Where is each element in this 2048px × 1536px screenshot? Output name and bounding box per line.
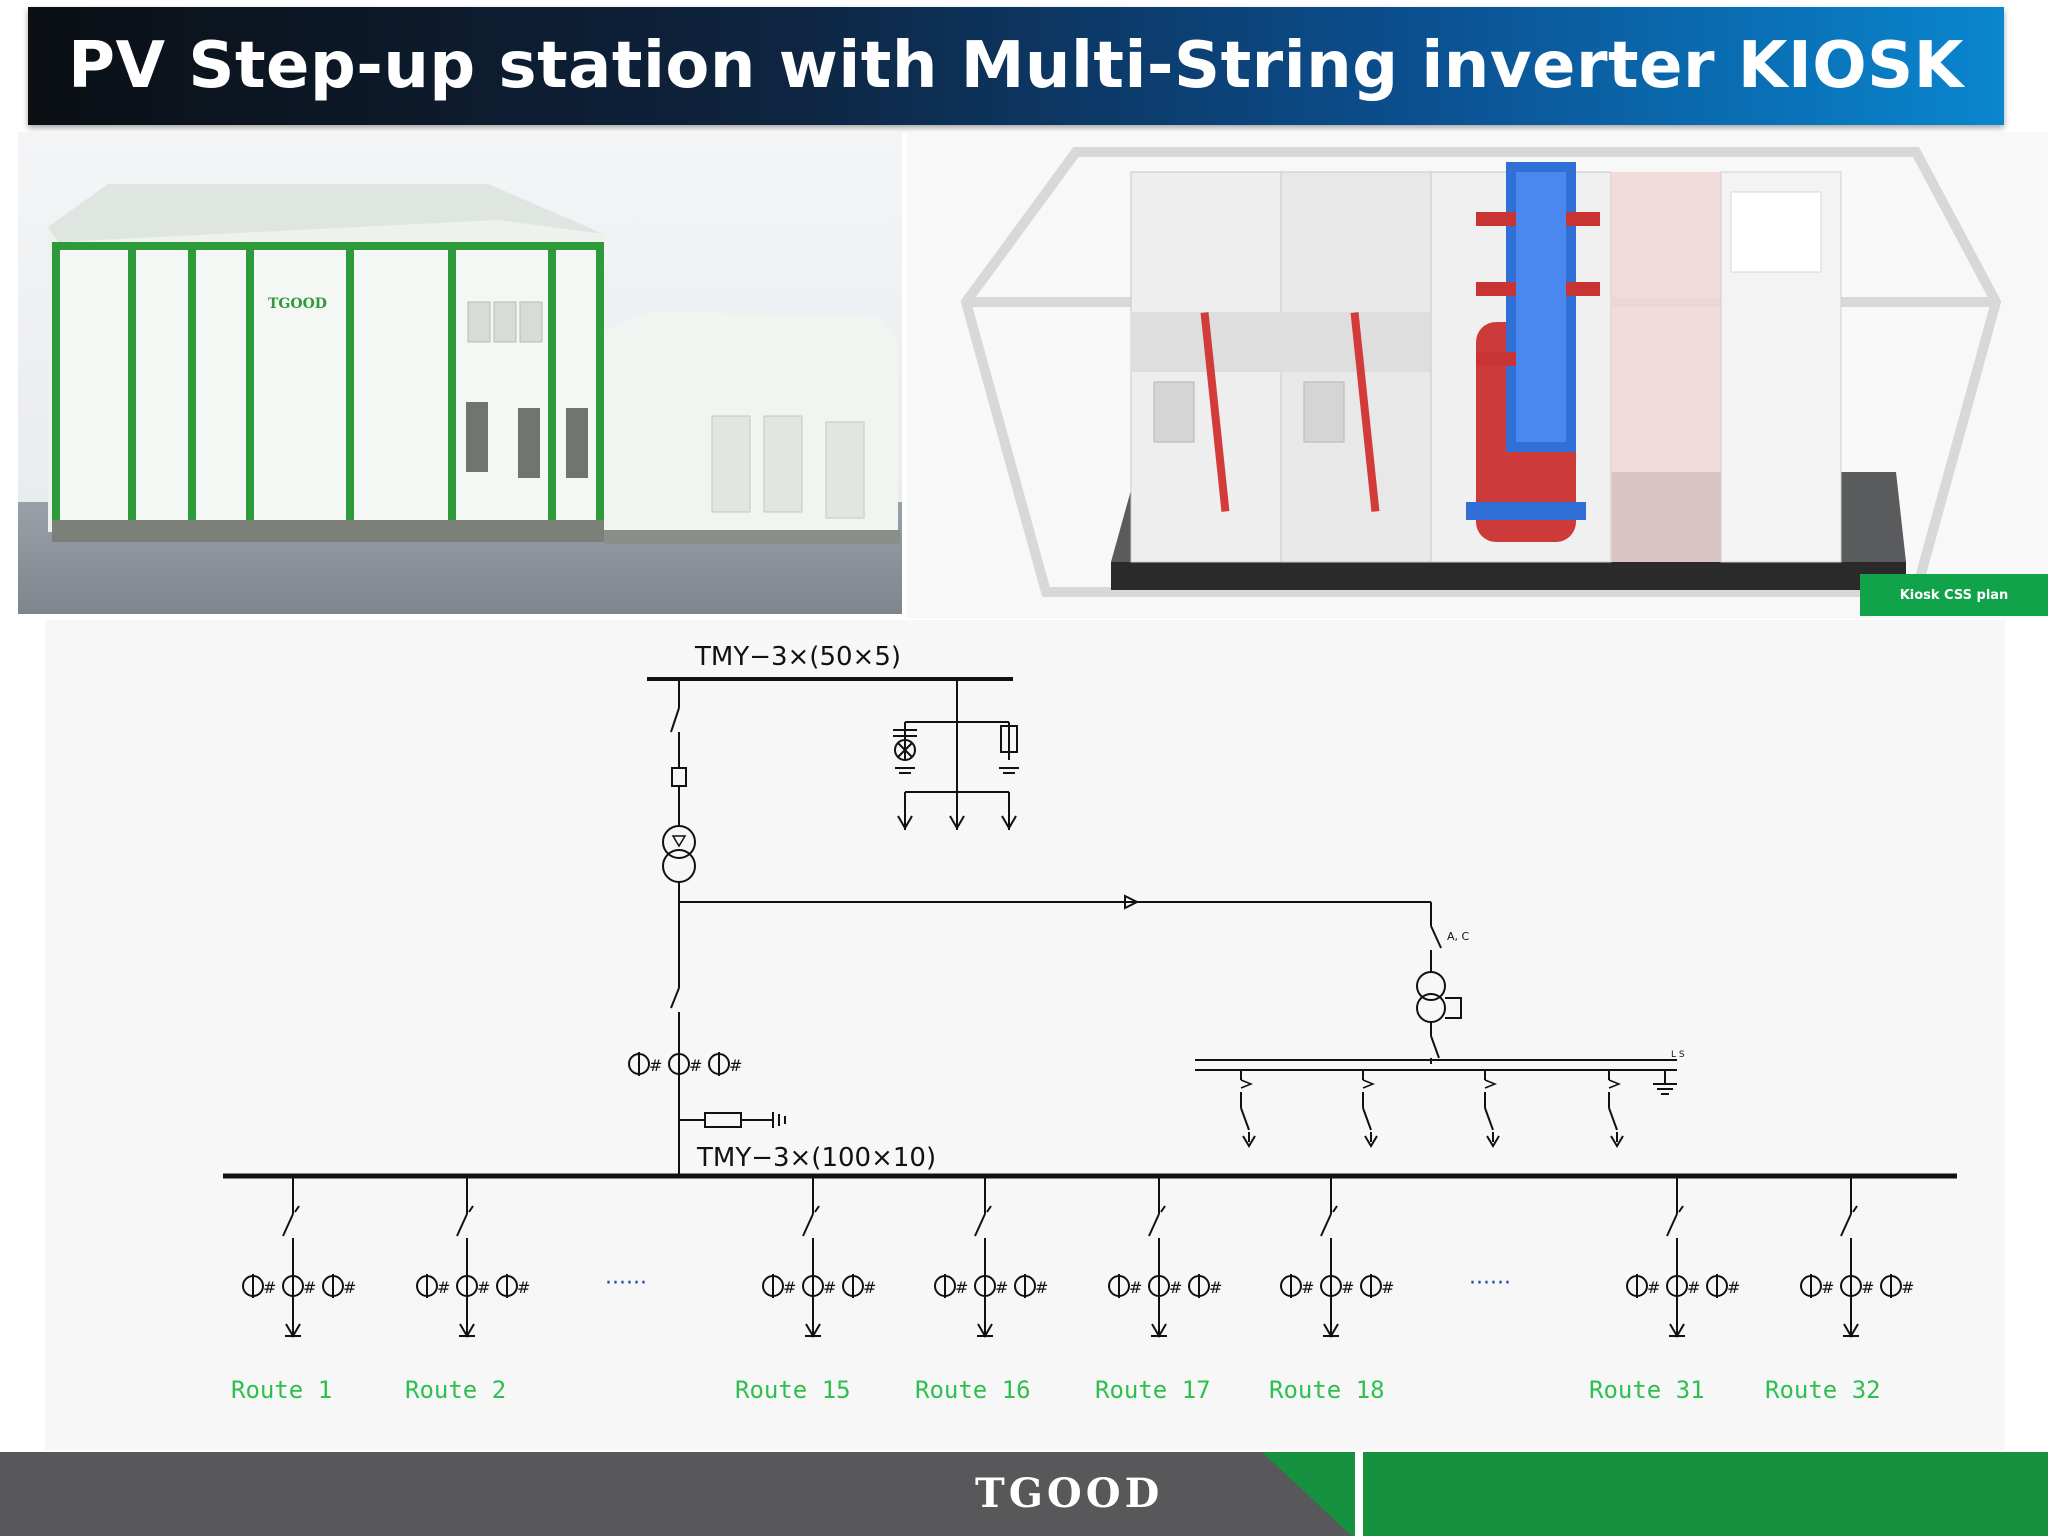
route-label: Route 15	[735, 1376, 851, 1404]
main-bus-label: TMY−3×(100×10)	[696, 1143, 936, 1173]
route-feeder	[243, 1176, 356, 1336]
kiosk-plan-badge: Kiosk CSS plan	[1860, 574, 2048, 616]
footer-accent	[1268, 1452, 2048, 1536]
route-feeder	[1627, 1176, 1740, 1336]
footer-divider	[1355, 1452, 1363, 1536]
page-title: PV Step-up station with Multi-String inv…	[68, 29, 1964, 103]
route-label: Route 16	[915, 1376, 1031, 1404]
route-label: Route 2	[405, 1376, 506, 1404]
ellipsis-left: ······	[605, 1271, 647, 1296]
route-label: Route 1	[231, 1376, 332, 1404]
kiosk-brand-text: TGOOD	[268, 296, 327, 312]
route-feeder	[417, 1176, 530, 1336]
aux-lv-bus	[1195, 1059, 1677, 1095]
aux-ls-label: L S	[1671, 1050, 1685, 1060]
route-label: Route 32	[1765, 1376, 1881, 1404]
route-feeder	[1801, 1176, 1914, 1336]
route-label: Route 31	[1589, 1376, 1705, 1404]
route-feeder	[1281, 1176, 1394, 1336]
main-transformer-path	[662, 679, 786, 1176]
kiosk-plan-render	[906, 132, 2048, 618]
aux-ac-label: A, C	[1447, 930, 1470, 943]
footer-bar: TGOOD	[0, 1452, 2048, 1536]
footer-brand-logo: TGOOD	[975, 1470, 1164, 1517]
route-label: Route 18	[1269, 1376, 1385, 1404]
route-feeder	[763, 1176, 876, 1336]
route-label: Route 17	[1095, 1376, 1211, 1404]
single-line-diagram: # # #	[45, 620, 2005, 1450]
top-bus-label: TMY−3×(50×5)	[694, 642, 901, 672]
aux-transformer-branch	[679, 894, 1462, 1064]
footer-notch	[1262, 1452, 1352, 1536]
route-feeder	[935, 1176, 1048, 1336]
ellipsis-right: ······	[1469, 1271, 1511, 1296]
kiosk-exterior-photo: TGOOD	[18, 132, 902, 614]
route-feeder	[1109, 1176, 1222, 1336]
top-bus-auxiliaries	[893, 679, 1019, 830]
title-banner: PV Step-up station with Multi-String inv…	[28, 7, 2004, 125]
